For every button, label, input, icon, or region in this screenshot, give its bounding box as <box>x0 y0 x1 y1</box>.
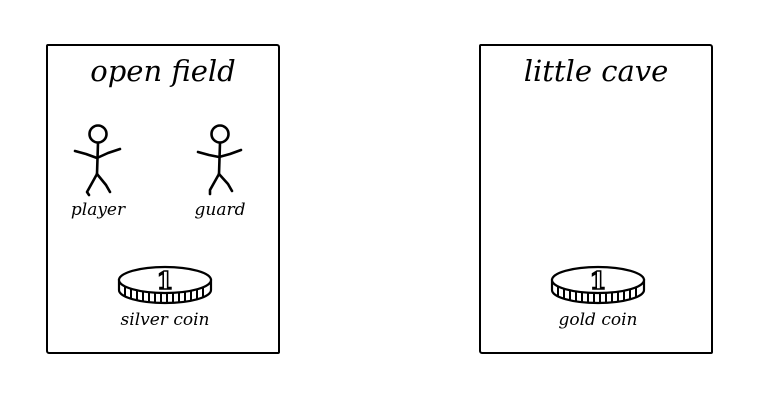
coin-icon: 1 <box>117 265 213 305</box>
coin-face-value: 1 <box>157 266 174 295</box>
stick-figure-icon <box>196 124 243 196</box>
room-title: little cave <box>523 54 669 88</box>
coin-icon: 1 <box>550 265 646 305</box>
coin-face-value: 1 <box>590 266 607 295</box>
room-title: open field <box>90 54 236 88</box>
guard-entity: guard <box>170 124 270 220</box>
entity-label: silver coin <box>120 310 210 330</box>
player-entity: player <box>48 124 148 220</box>
entity-label: gold coin <box>558 310 638 330</box>
room-little-cave: little cave 1 <box>479 44 713 354</box>
gold-coin-entity: 1 gold coin <box>538 262 658 330</box>
entity-label: guard <box>194 200 246 220</box>
silver-coin-entity: 1 silver coin <box>105 262 225 330</box>
entity-label: player <box>70 200 126 220</box>
room-open-field: open field player guard <box>46 44 280 354</box>
stick-figure-icon <box>73 124 122 197</box>
